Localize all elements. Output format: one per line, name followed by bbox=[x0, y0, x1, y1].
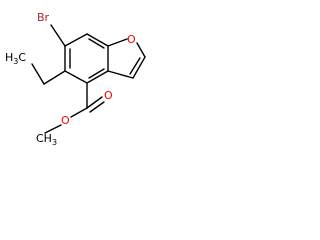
ring-oxygen-atom-label: O bbox=[127, 33, 136, 46]
ethyl-methyl-subscript: 3 bbox=[13, 57, 18, 66]
ethyl-methyl-group-label: H3C bbox=[5, 51, 26, 66]
bond-c4-c5 bbox=[64, 70, 88, 84]
bromine-atom-label: Br bbox=[37, 11, 50, 24]
ethyl-methyl-h: H bbox=[5, 51, 13, 64]
carbonyl-oxygen-atom-label: O bbox=[104, 89, 113, 102]
bond-c3-c3a bbox=[107, 70, 134, 79]
ester-methyl-ch: CH bbox=[36, 132, 52, 145]
bond-carbonyl-c-o bbox=[86, 96, 103, 109]
ester-methyl-subscript: 3 bbox=[52, 138, 57, 147]
bond-c6-c7 bbox=[64, 33, 88, 47]
bond-c6-br bbox=[50, 24, 66, 47]
bond-c2-c3 bbox=[132, 56, 146, 79]
bond-carbonyl-c-ester-o bbox=[70, 107, 88, 118]
molecule-structure-diagram: Br O O O H3C CH3 bbox=[5, 11, 146, 147]
bond-ester-o-methyl bbox=[44, 124, 62, 134]
ethyl-methyl-c: C bbox=[18, 51, 26, 64]
bond-c7a-o1 bbox=[107, 38, 128, 47]
furan-ring bbox=[107, 38, 146, 79]
double-bond-c2-c3 bbox=[129, 57, 141, 75]
bond-o1-c2 bbox=[136, 42, 146, 58]
bond-c3a-c4 bbox=[86, 70, 109, 84]
bond-ethyl-ch2-ch3 bbox=[31, 63, 45, 85]
double-bond-carbonyl-c-o bbox=[89, 101, 105, 113]
double-bond-c7-c7a bbox=[88, 38, 105, 49]
bond-c5-ethyl-ch2 bbox=[43, 70, 66, 85]
double-bond-c3a-c4 bbox=[88, 68, 105, 79]
benzene-ring bbox=[64, 33, 109, 84]
ester-methyl-group-label: CH3 bbox=[36, 132, 57, 147]
ester-oxygen-atom-label: O bbox=[61, 114, 70, 127]
bond-c7-c7a bbox=[86, 33, 109, 47]
